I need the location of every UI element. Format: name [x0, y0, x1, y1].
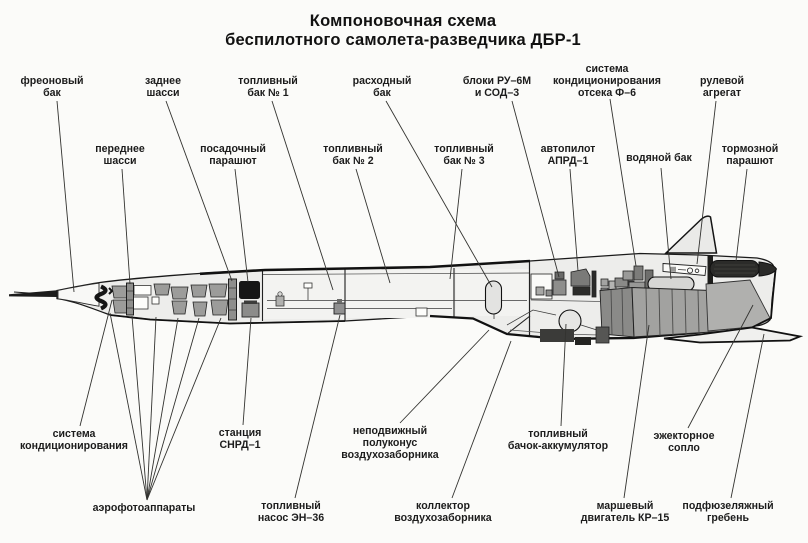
label-brake-parachute: тормозной парашют: [721, 143, 779, 168]
leader-cond-system-f6: [609, 98, 637, 267]
title-line1: Компоновочная схема: [309, 12, 497, 30]
leader-aerial-cameras: [131, 315, 148, 501]
snrd-station-cap: [244, 300, 257, 304]
leader-service-tank: [385, 100, 493, 288]
ventral-fin-blade: [663, 326, 804, 344]
engine-accessory-dark2: [575, 337, 591, 345]
leader-aerial-cameras: [146, 317, 179, 501]
top-deck-line: [199, 259, 531, 276]
rear-gear-bar: [228, 278, 237, 321]
leader-brake-parachute: [735, 168, 748, 262]
leader-cruise-engine-kr15: [623, 324, 650, 499]
front-gear-bar: [126, 282, 134, 316]
brake-parachute-container: [709, 260, 778, 278]
label-fuel-tank-1: топливный бак № 1: [238, 75, 298, 100]
label-cond-system-f6: система кондиционирования отсека Ф–6: [553, 63, 661, 100]
page-title: Компоновочная схема беспилотного самолет…: [225, 12, 581, 49]
label-front-landing-gear: переднее шасси: [95, 143, 145, 168]
label-freon-tank: фреоновый бак: [20, 75, 84, 100]
pump-en36: [333, 299, 346, 315]
pump-small: [275, 291, 285, 307]
aft-edge: [751, 269, 777, 329]
label-intake-collector: коллектор воздухозаборника: [394, 500, 492, 525]
leader-fuel-tank-1: [271, 100, 334, 291]
label-water-tank: водяной бак: [626, 152, 692, 164]
label-steering-unit: рулевой агрегат: [700, 75, 744, 100]
landing-parachute-box: [239, 281, 260, 299]
leader-ejector-nozzle: [687, 304, 754, 429]
leader-fuel-tank-3: [449, 168, 463, 280]
label-fuel-pump-en36: топливный насос ЭН–36: [257, 500, 325, 525]
leader-rear-landing-gear: [165, 100, 233, 282]
belly-line: [109, 314, 346, 325]
label-aerial-cameras: аэрофотоаппараты: [92, 502, 196, 514]
engine-accessory: [595, 326, 610, 344]
leader-aerial-cameras: [109, 312, 148, 501]
leader-aerial-cameras: [146, 316, 157, 501]
label-ejector-nozzle: эжекторное сопло: [653, 430, 715, 455]
label-landing-parachute: посадочный парашют: [200, 143, 266, 168]
leader-steering-unit: [696, 100, 717, 265]
title-line2: беспилотного самолета-разведчика ДБР-1: [225, 30, 581, 49]
leader-water-tank: [660, 167, 672, 280]
tail-fin: [664, 215, 718, 254]
leader-intake-half-cone: [399, 329, 490, 424]
label-rear-landing-gear: заднее шасси: [145, 75, 181, 100]
tank-fitting: [415, 307, 428, 317]
leader-autopilot-aprd1: [569, 168, 579, 272]
label-intake-half-cone: неподвижный полуконус воздухозаборника: [341, 425, 439, 462]
leader-lines: [56, 98, 765, 501]
leader-ventral-fin: [730, 333, 765, 499]
label-fuel-accumulator-tank: топливный бачок-аккумулятор: [507, 428, 609, 453]
label-ru6m-sod3-units: блоки РУ–6М и СОД–3: [462, 75, 532, 100]
leader-landing-parachute: [234, 168, 249, 283]
equipment-bay: [530, 265, 654, 302]
leader-aerial-cameras: [146, 317, 222, 501]
label-cruise-engine-kr15: маршевый двигатель КР–15: [580, 500, 670, 525]
camera-boxes: [111, 283, 229, 317]
leader-freon-tank: [56, 100, 75, 293]
leader-front-landing-gear: [121, 168, 131, 285]
leader-snrd1-station: [242, 317, 252, 426]
label-fuel-tank-3: топливный бак № 3: [434, 143, 494, 168]
label-cond-system: система кондиционирования: [20, 428, 128, 453]
leader-ru6m-sod3-units: [511, 100, 560, 278]
leader-cond-system: [79, 299, 113, 427]
snrd-station-box: [241, 302, 260, 318]
fuel-accumulator-sphere: [558, 309, 582, 333]
engine-accessory-dark: [540, 329, 574, 342]
label-autopilot-aprd1: автопилот АПРД–1: [540, 143, 596, 168]
label-service-tank: расходный бак: [352, 75, 412, 100]
leader-fuel-tank-2: [355, 168, 391, 284]
label-snrd1-station: станция СНРД–1: [218, 427, 262, 452]
leader-aerial-cameras: [146, 317, 200, 501]
nose-cone: [57, 282, 100, 307]
service-tank-cylinder: [484, 280, 503, 315]
conditioning-coils: [94, 284, 114, 311]
aircraft-silhouette: [9, 215, 804, 345]
label-fuel-tank-2: топливный бак № 2: [323, 143, 383, 168]
leader-intake-collector: [451, 340, 512, 499]
pipe-valve: [303, 282, 313, 289]
leader-fuel-pump-en36: [294, 314, 341, 499]
leader-fuel-accumulator-tank: [560, 323, 567, 427]
label-ventral-fin: подфюзеляжный гребень: [682, 500, 774, 525]
engine-block: [599, 279, 771, 338]
